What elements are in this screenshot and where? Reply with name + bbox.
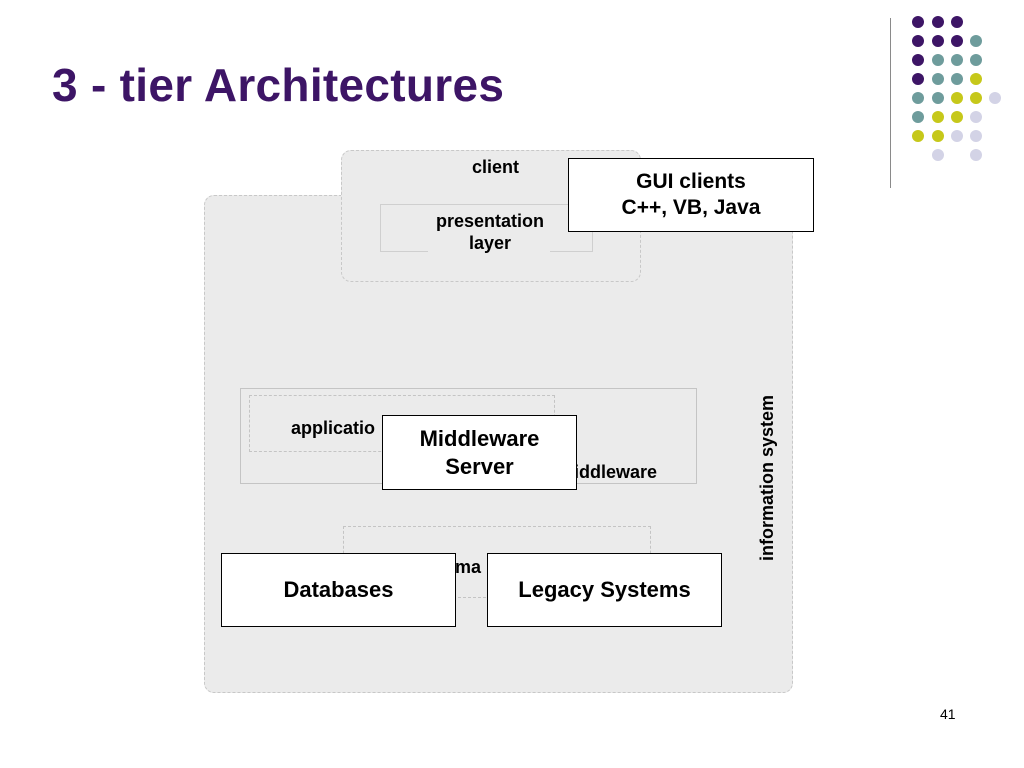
gui-clients-line1: GUI clients <box>636 169 746 193</box>
teal-dots <box>912 35 982 123</box>
purple-dots <box>912 16 963 85</box>
client-label: client <box>472 157 520 177</box>
lavender-dots <box>932 92 1001 161</box>
presentation-label-backdrop <box>428 207 550 253</box>
legacy-systems-callout: Legacy Systems <box>487 553 722 627</box>
gui-clients-line2: C++, VB, Java <box>621 196 761 219</box>
yellow-dots <box>912 73 982 142</box>
presentation-layer-label: presentation layer <box>435 211 545 253</box>
middleware-server-line1: Middleware <box>419 426 540 451</box>
middleware-server-callout: Middleware Server <box>382 415 577 490</box>
slide-title: 3 - tier Architectures <box>52 59 505 111</box>
legacy-systems-label: Legacy Systems <box>518 577 691 603</box>
middleware-server-line2: Server <box>445 453 514 479</box>
resource-management-label: ma <box>455 557 482 577</box>
middleware-label: iddleware <box>574 462 658 482</box>
application-label: applicatio <box>291 418 376 438</box>
page-number: 41 <box>940 706 956 722</box>
databases-label: Databases <box>283 577 394 603</box>
vertical-divider <box>890 18 891 188</box>
databases-callout: Databases <box>221 553 456 627</box>
information-system-label: information system <box>757 394 777 561</box>
gui-clients-callout: GUI clients C++, VB, Java <box>568 158 814 232</box>
